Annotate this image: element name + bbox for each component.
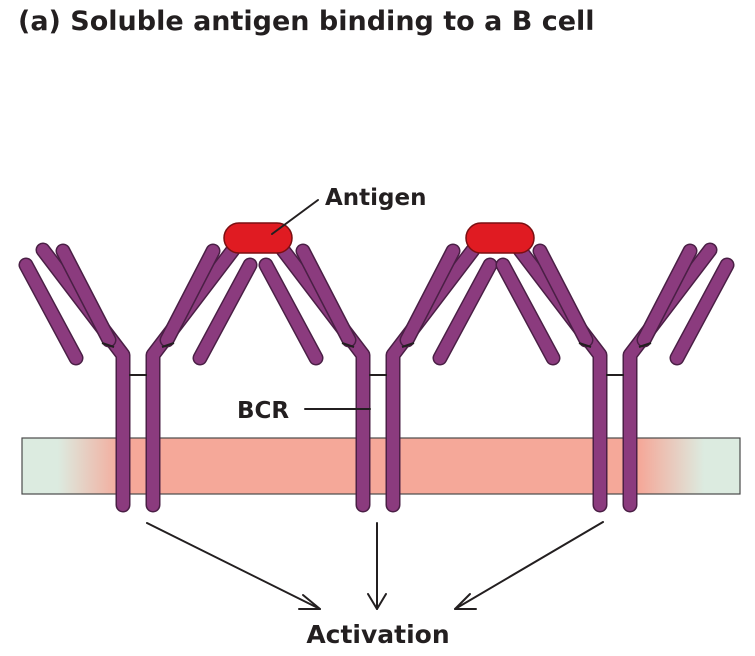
- activation-label: Activation: [306, 620, 449, 649]
- light-chain-right-inner: [161, 245, 219, 346]
- disulfide-bond-left: [578, 342, 592, 348]
- light-chain-right-outer: [194, 259, 256, 364]
- bcr-label: BCR: [237, 398, 289, 424]
- activation-arrowhead-center: [367, 593, 387, 610]
- light-chain-left-inner: [534, 245, 592, 346]
- outer-light-chains: [18, 257, 735, 366]
- antigen-1: [223, 222, 293, 254]
- light-chain-right-inner: [638, 245, 696, 346]
- light-chain-right-outer: [434, 259, 496, 364]
- page-title: (a) Soluble antigen binding to a B cell: [18, 6, 595, 37]
- heavy-chain-right: [387, 244, 479, 511]
- disulfide-bond-left: [101, 342, 115, 348]
- bcr-receptor-2: [275, 242, 481, 513]
- disulfide-bond-right: [401, 342, 415, 348]
- antigen-label: Antigen: [325, 185, 427, 211]
- antigen-2: [465, 222, 535, 254]
- activation-arrow-left: [146, 522, 321, 610]
- bcr-receptor-1: [35, 242, 241, 513]
- heavy-chain-right: [147, 244, 239, 511]
- cell-membrane: [21, 437, 741, 495]
- heavy-chain-right: [624, 244, 716, 511]
- antigen-pointer-line: [271, 199, 319, 235]
- bcr-receptor-3: [512, 242, 718, 513]
- light-chain-left-outer: [20, 259, 82, 364]
- light-chain-left-outer: [260, 259, 322, 364]
- disulfide-bond-right: [638, 342, 652, 348]
- activation-arrowhead-left: [298, 594, 321, 610]
- light-chain-left-outer: [497, 259, 559, 364]
- light-chain-right-outer: [671, 259, 733, 364]
- heavy-chain-left: [37, 244, 129, 511]
- activation-arrowhead-right: [454, 593, 477, 610]
- heavy-chain-left: [277, 244, 369, 511]
- heavy-chain-left: [514, 244, 606, 511]
- activation-arrow-right: [454, 521, 604, 610]
- light-chain-right-inner: [401, 245, 459, 346]
- light-chain-left-inner: [57, 245, 115, 346]
- disulfide-bond-right: [161, 342, 175, 348]
- antigens: [223, 222, 535, 254]
- light-chain-left-inner: [297, 245, 355, 346]
- disulfide-bond-left: [341, 342, 355, 348]
- bcr-receptors: [18, 242, 735, 513]
